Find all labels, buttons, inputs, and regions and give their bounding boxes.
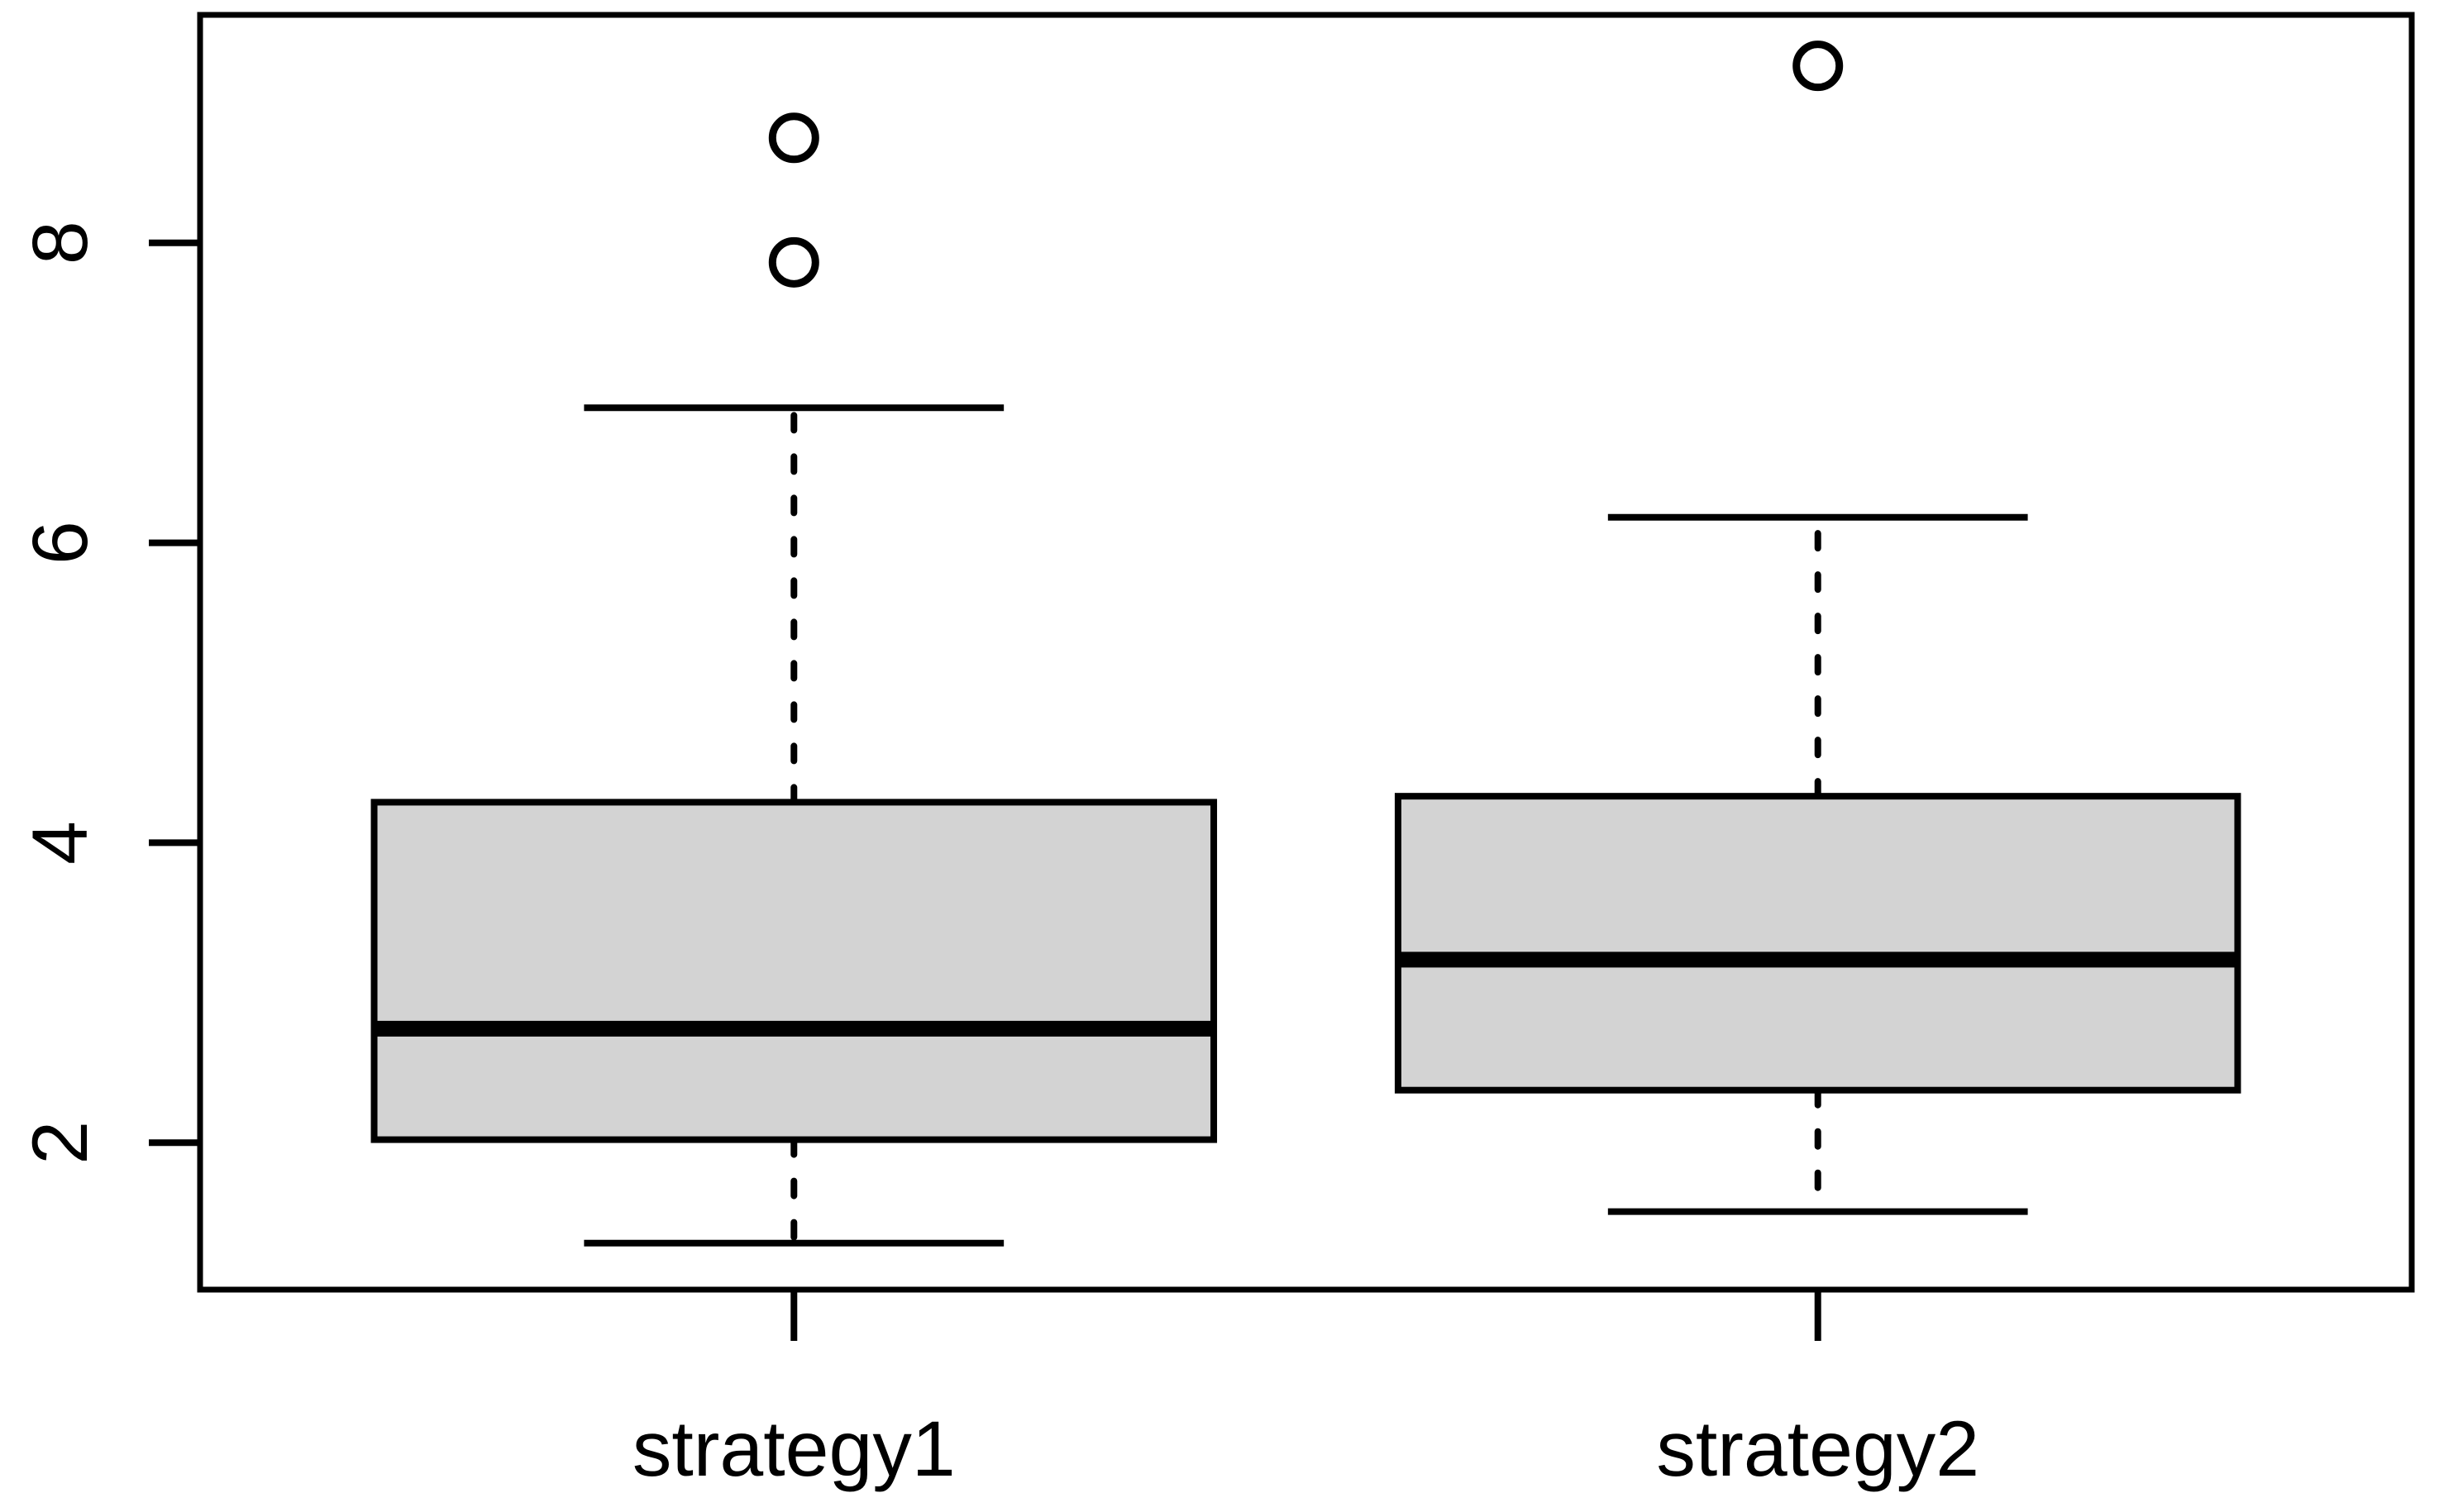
x-axis-label-strategy2: strategy2 — [1656, 1405, 1979, 1493]
outlier-strategy2-0 — [1792, 41, 1844, 92]
y-axis-tick-label: 6 — [17, 521, 104, 565]
box-strategy1 — [370, 799, 1218, 1143]
y-axis-tick-label: 2 — [17, 1121, 104, 1165]
plot-border — [197, 12, 2415, 1293]
y-axis-tick-label: 4 — [17, 821, 104, 865]
x-axis-label-strategy1: strategy1 — [632, 1405, 956, 1493]
outlier-strategy1-1 — [768, 112, 819, 164]
box-strategy2 — [1394, 793, 2241, 1094]
y-axis-tick-label: 8 — [17, 221, 104, 265]
outlier-strategy1-0 — [768, 236, 819, 288]
